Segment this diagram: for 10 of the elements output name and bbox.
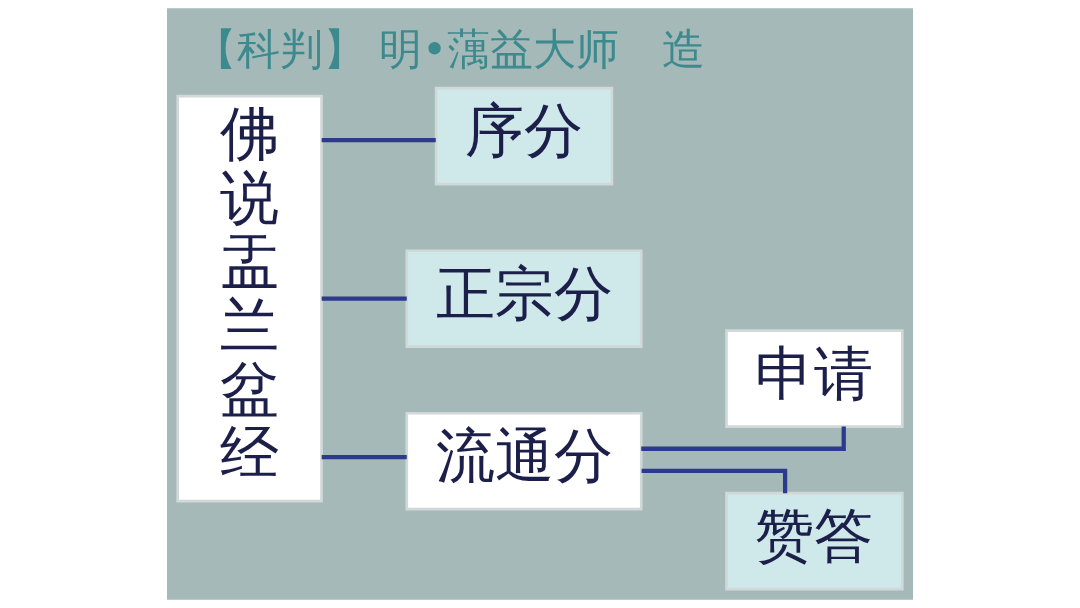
connector [321, 455, 407, 460]
node-box: 流通分 [405, 411, 643, 511]
connector [321, 296, 407, 301]
connector [321, 138, 436, 143]
node-box: 佛说盂兰盆经 [176, 94, 323, 503]
node-box: 赞答 [725, 491, 904, 591]
node-box: 申请 [725, 329, 904, 428]
node-box: 正宗分 [405, 249, 643, 348]
node-box: 序分 [434, 86, 614, 186]
diagram-title: 【科判】 明•蕅益大师 造 [193, 23, 706, 74]
